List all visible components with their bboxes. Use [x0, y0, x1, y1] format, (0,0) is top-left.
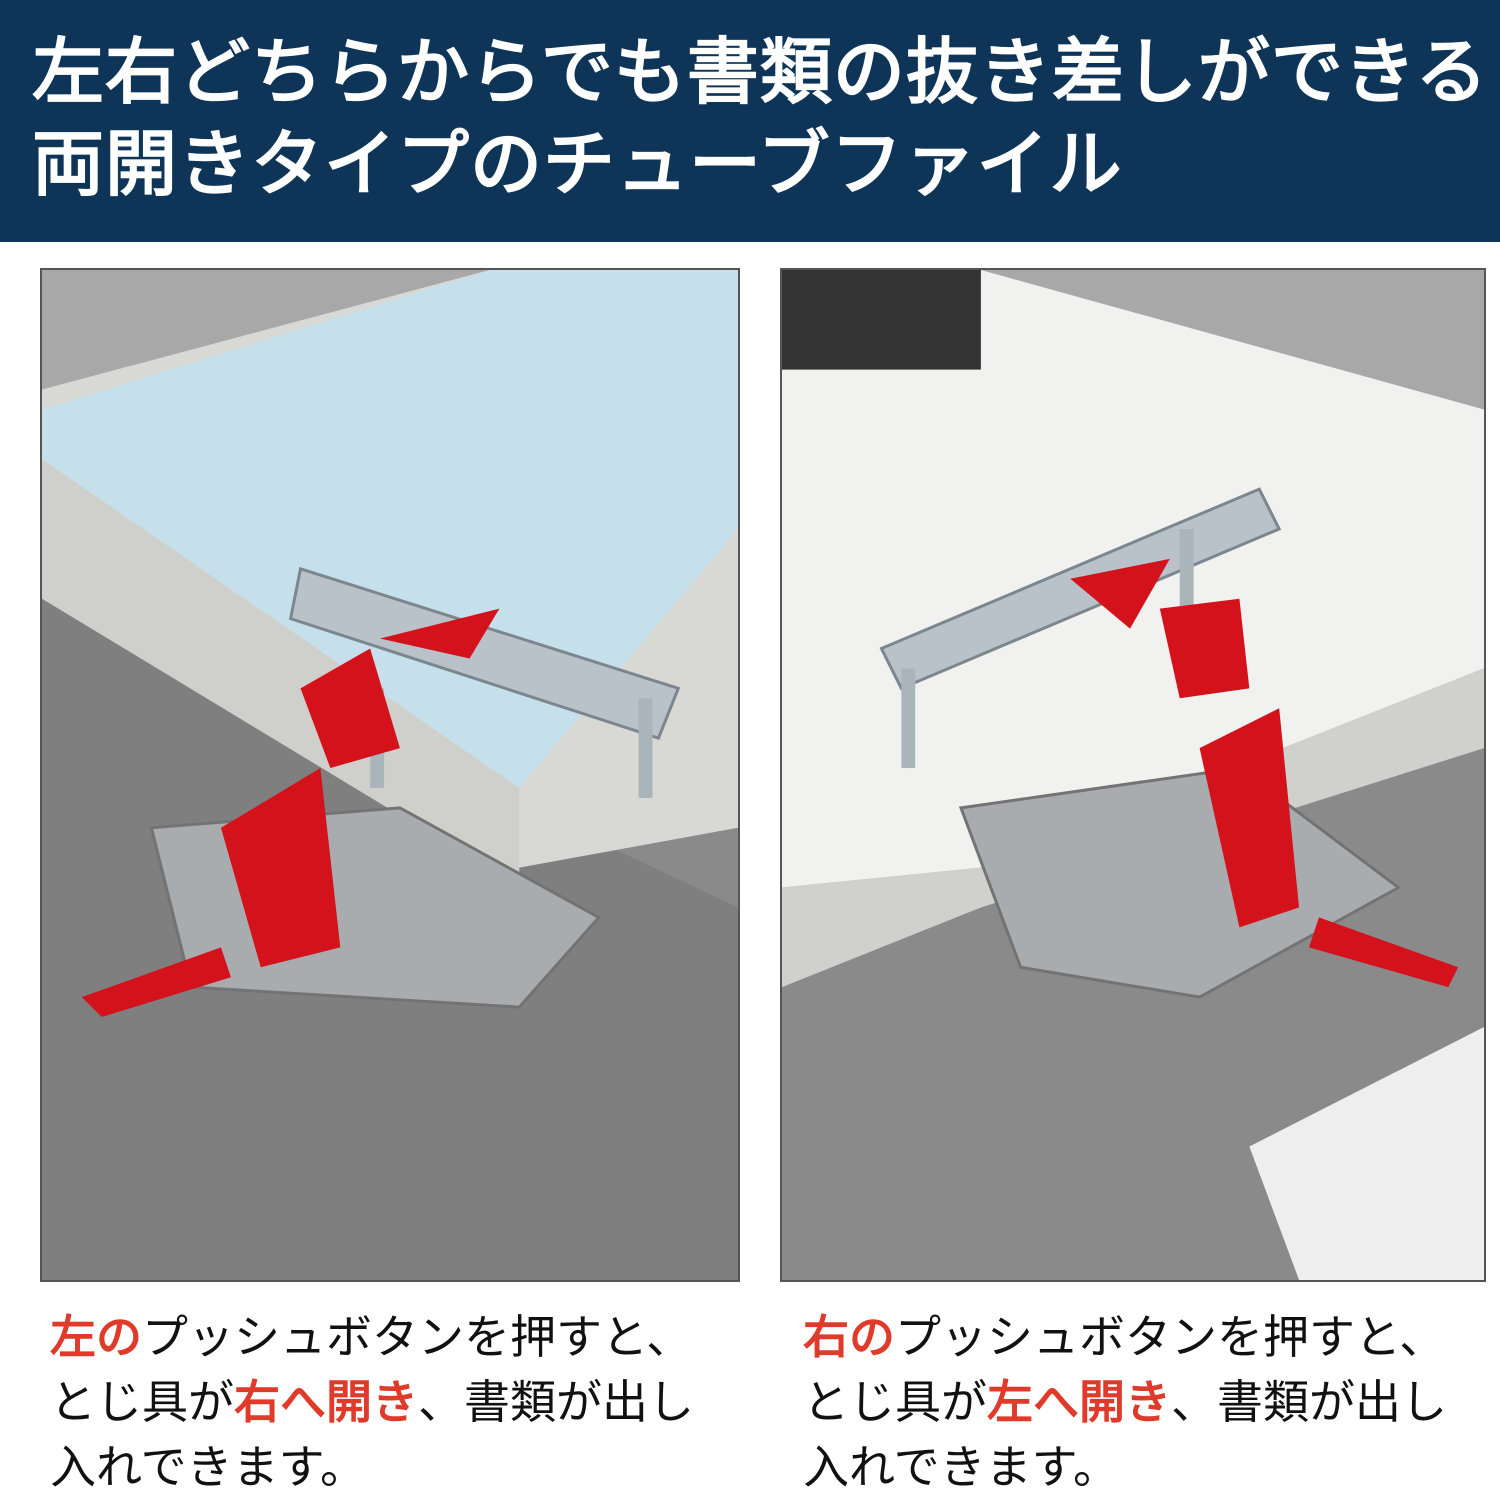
title-line-1: 左右どちらからでも書類の抜き差しができる [32, 30, 1489, 114]
caption-right-text-1: プッシュボタンを押すと、 [895, 1310, 1446, 1364]
caption-right: 右のプッシュボタンを押すと、 とじ具が左へ開き、書類が出し 入れできます。 [803, 1305, 1447, 1500]
caption-right-text-3: 入れできます。 [803, 1440, 1120, 1494]
caption-right-highlight-1: 右の [803, 1310, 895, 1364]
photo-left-open-right [40, 268, 740, 1282]
caption-right-text-2a: とじ具が [803, 1375, 987, 1429]
caption-right-text-2b: 、書類が出し [1171, 1375, 1447, 1429]
caption-left-text-1: プッシュボタンを押すと、 [142, 1310, 693, 1364]
title-banner: 左右どちらからでも書類の抜き差しができる 両開きタイプのチューブファイル [0, 0, 1500, 242]
photo-right-open-left [780, 268, 1486, 1282]
caption-right-highlight-2: 左へ開き [987, 1375, 1171, 1429]
caption-left-text-2a: とじ具が [50, 1375, 234, 1429]
caption-left-highlight-2: 右へ開き [234, 1375, 418, 1429]
caption-left-highlight-1: 左の [50, 1310, 142, 1364]
caption-left-text-3: 入れできます。 [50, 1440, 367, 1494]
title-line-2: 両開きタイプのチューブファイル [32, 122, 1123, 206]
caption-left-text-2b: 、書類が出し [418, 1375, 694, 1429]
caption-left: 左のプッシュボタンを押すと、 とじ具が右へ開き、書類が出し 入れできます。 [50, 1305, 694, 1500]
